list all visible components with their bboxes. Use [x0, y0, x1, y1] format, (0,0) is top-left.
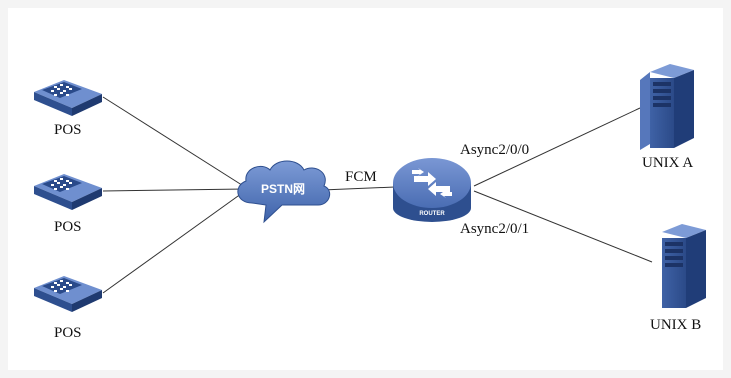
link-pos1-pstn [102, 96, 246, 188]
pos-terminal-1-icon [34, 80, 102, 116]
unix-a-label: UNIX A [642, 155, 694, 171]
pos-2-label: POS [54, 219, 82, 235]
fcm-label: FCM [345, 169, 377, 185]
link-async0 [473, 107, 641, 187]
async0-label: Async2/0/0 [460, 142, 530, 158]
router-icon: ROUTER [393, 158, 471, 222]
pstn-cloud-icon: PSTN网 [237, 160, 331, 224]
unix-b-label: UNIX B [650, 317, 702, 333]
pos-terminal-2-icon [34, 174, 102, 210]
link-pos3-pstn [102, 190, 246, 294]
async1-label: Async2/0/1 [460, 221, 530, 237]
pos-1-label: POS [54, 122, 82, 138]
pos-3-label: POS [54, 325, 82, 341]
connection-lines [102, 96, 653, 294]
link-async1 [473, 190, 653, 263]
router-label: ROUTER [419, 211, 445, 217]
server-unix-a-icon [640, 64, 694, 150]
link-fcm [321, 186, 396, 191]
server-unix-b-icon [662, 224, 706, 308]
diagram-panel [8, 8, 723, 370]
pos-terminal-3-icon [34, 276, 102, 312]
link-pos2-pstn [102, 188, 246, 192]
pstn-label: PSTN网 [261, 182, 305, 196]
